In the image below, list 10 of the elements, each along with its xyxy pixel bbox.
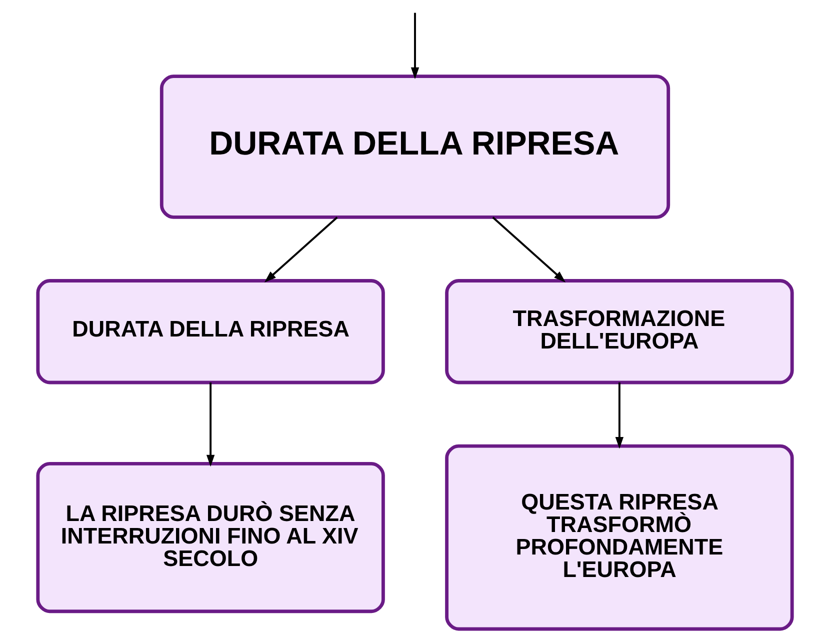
arrow — [206, 382, 215, 467]
node-box: DURATA DELLA RIPRESA — [160, 74, 670, 219]
node-box: TRASFORMAZIONE DELL'EUROPA — [445, 279, 794, 384]
node-box: QUESTA RIPRESA TRASFORMÒ PROFONDAMENTE L'EUROPA — [445, 444, 794, 631]
arrow — [492, 216, 566, 282]
arrow — [615, 382, 624, 449]
arrow — [264, 216, 338, 282]
node-box: LA RIPRESA DURÒ SENZA INTERRUZIONI FINO AL XIV SECOLO — [36, 462, 385, 614]
arrow — [410, 12, 420, 80]
node-box: DURATA DELLA RIPRESA — [36, 279, 385, 384]
